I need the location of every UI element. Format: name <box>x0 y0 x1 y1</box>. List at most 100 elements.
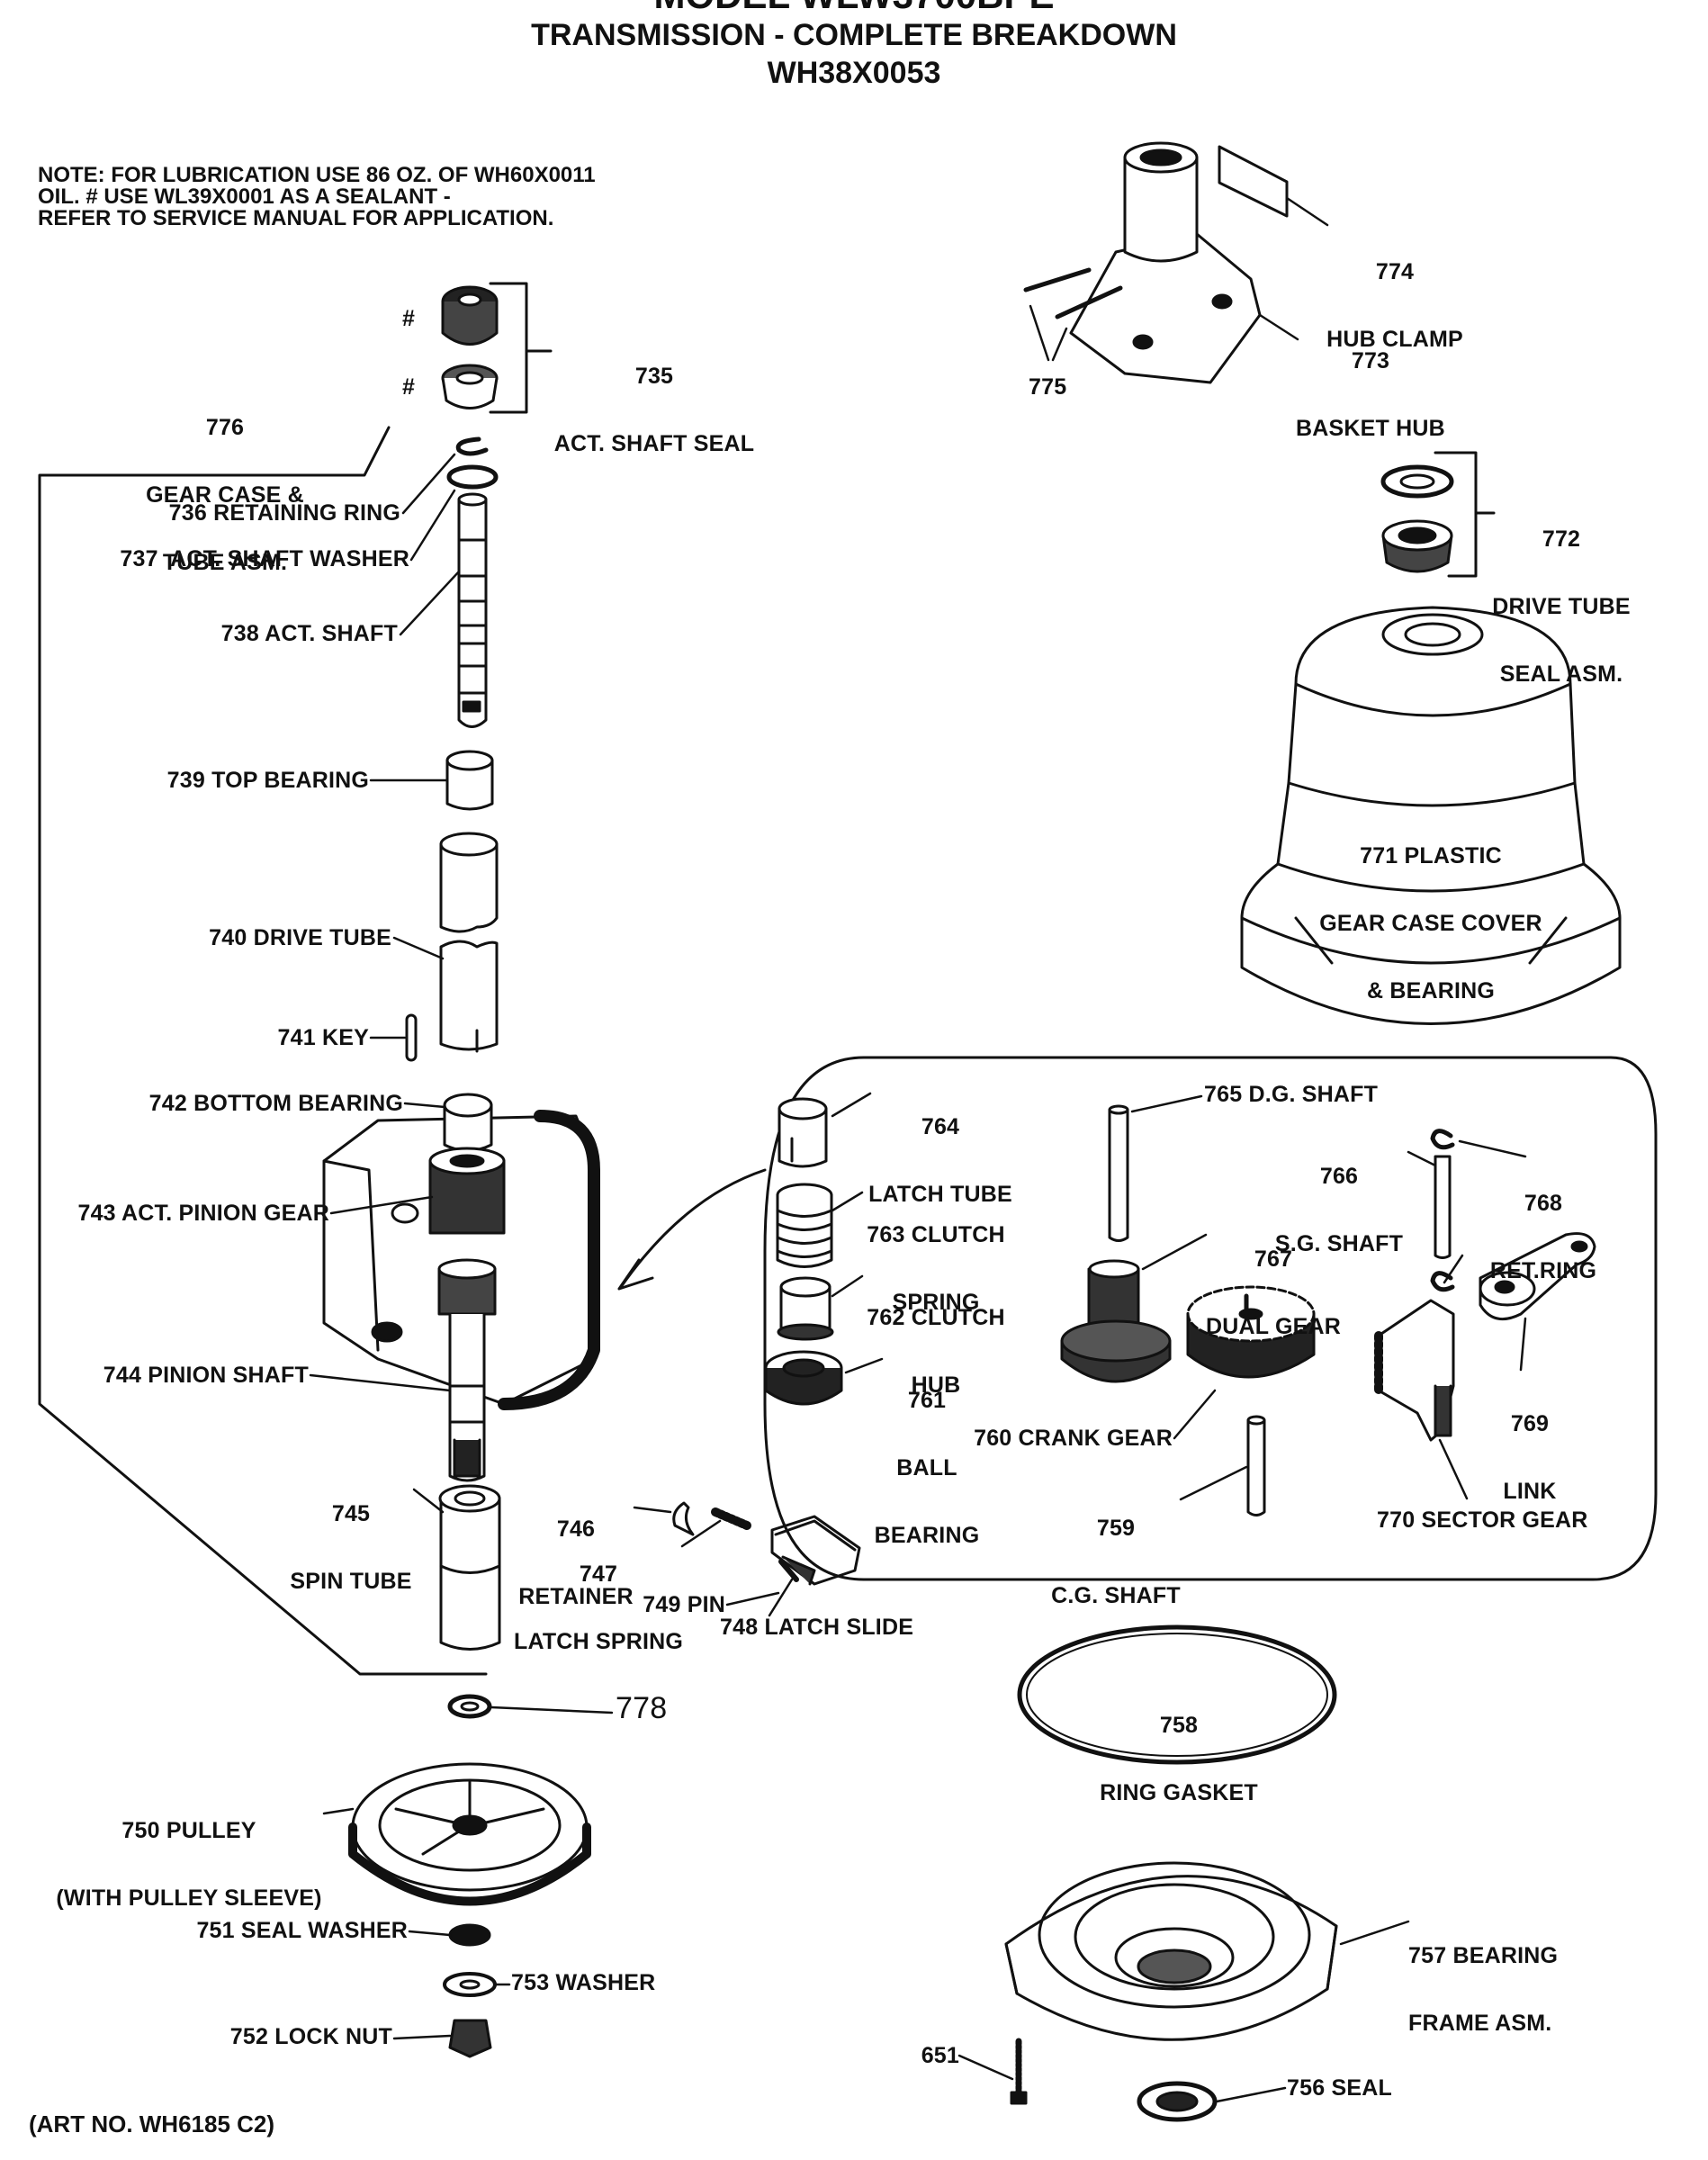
label-745-name: SPIN TUBE <box>290 1569 412 1594</box>
drive-tube-icon <box>439 832 499 1053</box>
ring-gasket-icon <box>1017 1624 1337 1765</box>
pin-icon <box>778 1559 799 1582</box>
label-758-name: RING GASKET <box>1100 1780 1258 1805</box>
label-740: 740 DRIVE TUBE <box>209 925 391 950</box>
bottom-seal-icon <box>1137 2081 1218 2122</box>
part-number: WH38X0053 <box>767 56 941 90</box>
label-772-name2: SEAL ASM. <box>1499 662 1623 687</box>
label-748: 748 LATCH SLIDE <box>720 1615 914 1640</box>
screw-head-icon <box>1010 2091 1028 2105</box>
sg-shaft-icon <box>1434 1155 1452 1259</box>
label-766-num: 766 <box>1319 1164 1359 1189</box>
label-737: 737 ACT. SHAFT WASHER <box>120 546 409 572</box>
label-741: 741 KEY <box>277 1025 369 1050</box>
label-759-num: 759 <box>1096 1516 1136 1541</box>
label-773: 773 BASKET HUB <box>1294 305 1447 463</box>
gear-case-housing-icon <box>322 1093 600 1482</box>
drive-tube-seal-bracket <box>1434 451 1496 578</box>
label-747-num: 747 <box>579 1562 618 1587</box>
gear-case-assembly-outline <box>38 426 488 1676</box>
label-761: 761 BALL BEARING <box>868 1345 985 1570</box>
label-759: 759 C.G. SHAFT <box>1044 1472 1188 1630</box>
dg-shaft-icon <box>1108 1104 1129 1242</box>
label-747: 747 LATCH SPRING <box>513 1518 684 1676</box>
label-771-line3: & BEARING <box>1366 978 1496 1004</box>
model-title: MODEL WLW3700BPE <box>0 0 1708 14</box>
detail-arrow <box>619 1168 767 1289</box>
latch-tube-icon <box>778 1097 828 1168</box>
sector-gear-icon <box>1374 1299 1455 1442</box>
label-752: 752 LOCK NUT <box>229 2024 392 2049</box>
label-759-name: C.G. SHAFT <box>1051 1583 1181 1608</box>
label-738: 738 ACT. SHAFT <box>220 621 398 646</box>
ball-bearing-icon <box>764 1350 843 1406</box>
latch-slide-icon <box>770 1515 861 1586</box>
label-750-line2: (WITH PULLEY SLEEVE) <box>56 1886 322 1911</box>
label-776-num: 776 <box>205 415 245 440</box>
crank-gear-icon <box>1186 1285 1316 1379</box>
label-770: 770 SECTOR GEAR <box>1377 1508 1588 1533</box>
gear-case-cover-icon <box>1240 606 1622 1025</box>
note-line-3: REFER TO SERVICE MANUAL FOR APPLICATION. <box>38 206 554 230</box>
label-776: 776 GEAR CASE & TUBE ASM. <box>144 372 306 597</box>
label-761-num: 761 <box>907 1388 947 1413</box>
clutch-hub-icon <box>777 1276 834 1341</box>
label-735-name: ACT. SHAFT SEAL <box>553 431 755 456</box>
label-767-name: DUAL GEAR <box>1206 1314 1341 1339</box>
cg-shaft-icon <box>1246 1415 1266 1516</box>
label-742: 742 BOTTOM BEARING <box>148 1091 403 1116</box>
ret-ring-bottom-icon <box>1430 1271 1455 1292</box>
act-shaft-seal-icon <box>441 285 499 410</box>
label-771-line1: 771 PLASTIC <box>1360 843 1502 868</box>
label-763-num: 763 CLUTCH <box>867 1222 1005 1247</box>
top-bearing-icon <box>445 750 494 811</box>
label-778: 778 <box>616 1691 668 1725</box>
label-766-name: S.G. SHAFT <box>1274 1231 1404 1256</box>
label-765: 765 D.G. SHAFT <box>1204 1082 1379 1107</box>
drive-tube-seal-icon <box>1380 464 1454 573</box>
basket-hub-bolts-icon <box>1023 267 1123 320</box>
leader-lines <box>309 196 1527 2103</box>
note-line-1: NOTE: FOR LUBRICATION USE 86 OZ. OF WH60… <box>38 163 596 187</box>
label-764: 764 LATCH TUBE <box>864 1071 1017 1228</box>
label-735: 735 ACT. SHAFT SEAL <box>551 320 758 478</box>
label-651: 651 <box>921 2043 959 2068</box>
label-771-line2: GEAR CASE COVER <box>1319 911 1542 936</box>
label-739: 739 TOP BEARING <box>166 768 369 793</box>
label-745-num: 745 <box>331 1501 371 1526</box>
label-750-line1: 750 PULLEY <box>121 1818 256 1843</box>
clutch-spring-icon <box>776 1183 833 1268</box>
latch-spring-icon <box>711 1508 751 1530</box>
label-775: 775 <box>1029 374 1067 400</box>
label-768-name: RET.RING <box>1489 1258 1597 1283</box>
label-757-line1: 757 BEARING <box>1408 1943 1559 1968</box>
label-769-num: 769 <box>1510 1411 1550 1436</box>
label-750: 750 PULLEY (WITH PULLEY SLEEVE) <box>54 1775 324 1932</box>
label-769: 769 LINK <box>1480 1368 1579 1526</box>
label-763: 763 CLUTCH SPRING <box>859 1179 1012 1336</box>
label-764-name: LATCH TUBE <box>868 1182 1012 1207</box>
label-762: 762 CLUTCH HUB <box>859 1262 1012 1419</box>
label-774-name: HUB CLAMP <box>1326 327 1463 352</box>
sealant-mark-1: # <box>402 306 416 331</box>
ring-778-icon <box>447 1694 492 1719</box>
link-icon <box>1479 1232 1596 1321</box>
seal-washer-icon <box>448 1923 491 1947</box>
label-762-name: HUB <box>911 1372 961 1398</box>
label-766: 766 S.G. SHAFT <box>1267 1120 1411 1278</box>
label-772-name1: DRIVE TUBE <box>1492 594 1631 619</box>
sealant-mark-2: # <box>402 374 416 400</box>
label-764-num: 764 <box>921 1114 960 1139</box>
note-line-2: OIL. # USE WL39X0001 AS A SEALANT - <box>38 184 451 209</box>
label-757: 757 BEARING FRAME ASM. <box>1408 1900 1558 2057</box>
hub-clamp-icon <box>1218 145 1289 218</box>
label-757-line2: FRAME ASM. <box>1408 2011 1552 2036</box>
spin-tube-icon <box>438 1484 501 1651</box>
label-767: 767 DUAL GEAR <box>1197 1203 1350 1361</box>
washer-icon <box>443 1972 497 1997</box>
shaft-seal-bracket <box>489 282 553 414</box>
art-number: (ART NO. WH6185 C2) <box>29 2110 275 2138</box>
label-745: 745 SPIN TUBE <box>279 1458 423 1616</box>
lock-nut-icon <box>448 2019 492 2058</box>
